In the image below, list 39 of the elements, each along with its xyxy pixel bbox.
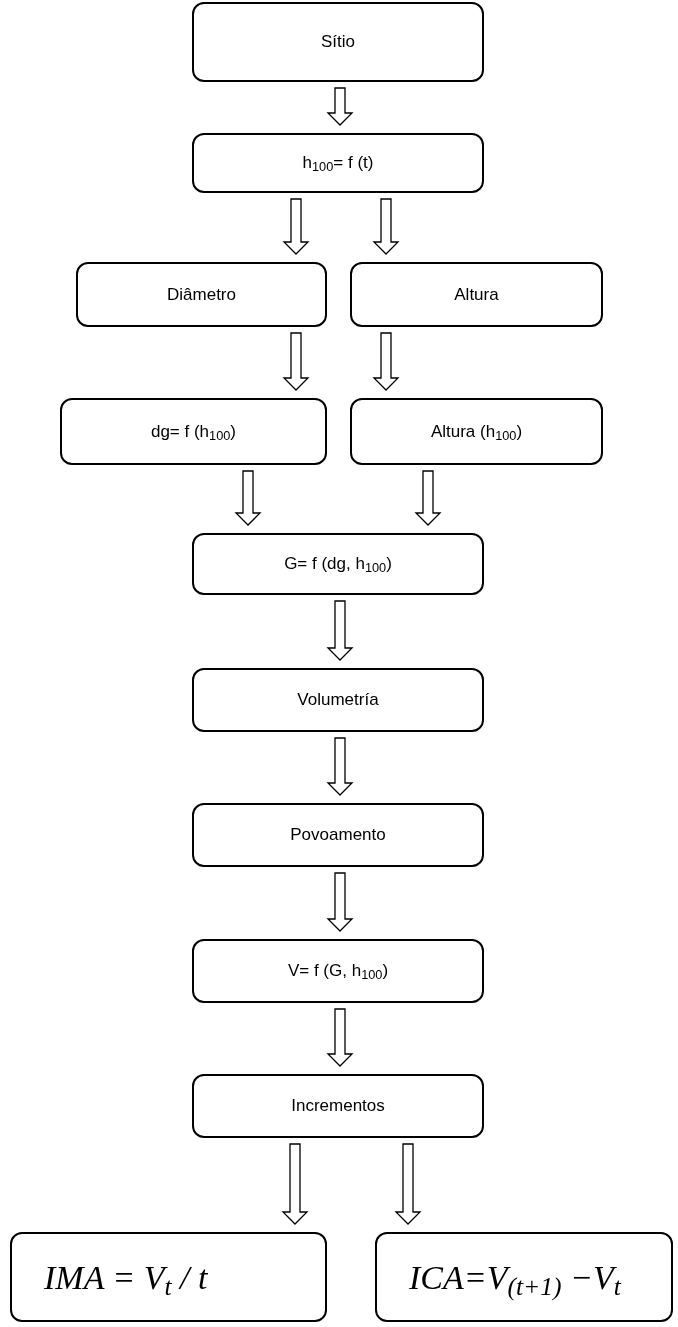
process-box: [192, 668, 484, 732]
box-label: Povoamento: [290, 824, 386, 847]
formula-text: ICA=V$_{(t+1)}$ −V$_{t}$: [409, 1257, 621, 1303]
block-arrow: [234, 470, 262, 526]
block-arrow: [394, 1143, 422, 1225]
process-box: [192, 1074, 484, 1138]
block-arrow: [414, 470, 442, 526]
block-arrow: [326, 737, 354, 796]
process-box: [192, 939, 484, 1003]
box-label: h$_{100}$= f (t): [302, 152, 374, 176]
block-arrow: [282, 198, 310, 255]
process-box: [350, 398, 603, 465]
box-label: V= f (G, h$_{100}$): [287, 960, 389, 984]
process-box: [192, 2, 484, 82]
process-box: [76, 262, 327, 327]
block-arrow: [326, 600, 354, 661]
process-box: [192, 803, 484, 867]
formula-box: [375, 1232, 673, 1322]
box-label: G= f (dg, h$_{100}$): [284, 553, 392, 577]
block-arrow: [326, 872, 354, 932]
box-label: Altura (h$_{100}$): [430, 420, 523, 445]
box-label: Volumetría: [297, 689, 379, 712]
process-box: [192, 133, 484, 193]
box-label: Diâmetro: [167, 283, 236, 306]
box-label: Incrementos: [291, 1095, 385, 1118]
block-arrow: [326, 1008, 354, 1067]
box-label: Altura: [454, 283, 499, 306]
block-arrow: [326, 87, 354, 126]
process-box: [350, 262, 603, 327]
block-arrow: [282, 332, 310, 391]
block-arrow: [372, 332, 400, 391]
box-label: Sítio: [321, 31, 355, 54]
process-box: [60, 398, 327, 465]
block-arrow: [281, 1143, 309, 1225]
block-arrow: [372, 198, 400, 255]
process-box: [192, 533, 484, 595]
formula-text: IMA = V$_{t}$ / t: [44, 1257, 208, 1303]
box-label: dg= f (h$_{100}$): [150, 420, 237, 445]
formula-box: [10, 1232, 327, 1322]
